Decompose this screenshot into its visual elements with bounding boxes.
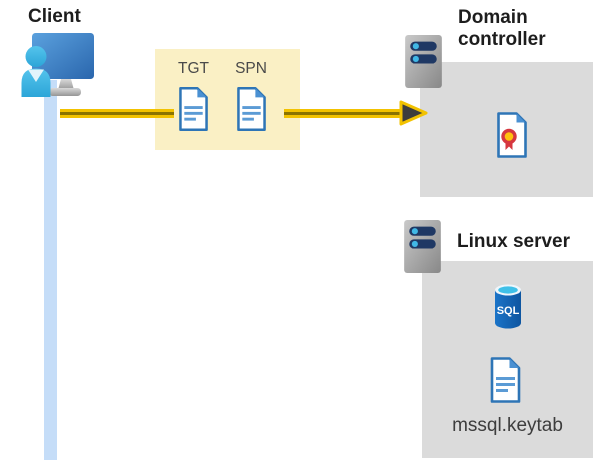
arrowhead-icon <box>399 100 428 126</box>
sql-database-icon: SQL <box>495 284 521 329</box>
spn-label: SPN <box>235 60 267 77</box>
flow-line-left <box>60 109 174 118</box>
linux-server-icon <box>404 220 441 273</box>
tgt-label: TGT <box>178 60 209 77</box>
domain-controller-server-icon <box>405 35 442 88</box>
user-body <box>21 68 51 97</box>
tgt-document-icon <box>179 86 208 132</box>
monitor-stand <box>58 79 74 90</box>
monitor-icon <box>32 33 94 79</box>
keytab-label: mssql.keytab <box>452 415 563 436</box>
keytab-document-icon <box>490 357 521 403</box>
client-label: Client <box>28 6 81 27</box>
domain-controller-label: Domain controller <box>458 7 546 50</box>
client-computer-user-icon <box>21 33 94 97</box>
spn-document-icon <box>237 86 266 132</box>
user-collar <box>28 69 44 82</box>
user-head <box>25 46 47 67</box>
client-connection-line <box>44 80 57 460</box>
ticket-box <box>155 49 300 150</box>
flow-line-right <box>284 109 402 118</box>
sql-text: SQL <box>497 305 520 317</box>
linux-server-label: Linux server <box>457 231 570 252</box>
monitor-base <box>49 88 81 96</box>
certificate-icon <box>497 112 527 158</box>
